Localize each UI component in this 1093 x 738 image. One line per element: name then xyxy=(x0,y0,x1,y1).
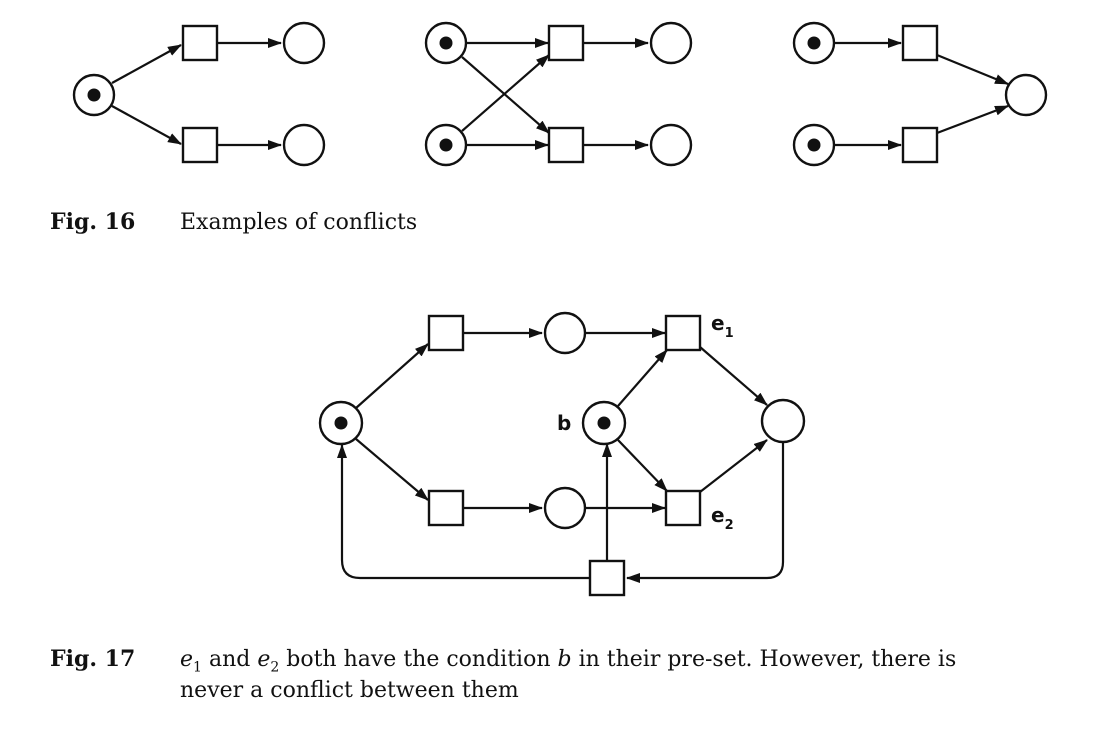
transition xyxy=(588,559,626,597)
label-b: b xyxy=(557,411,571,435)
place xyxy=(760,398,806,444)
arc xyxy=(355,438,429,501)
label-e1: e1 xyxy=(711,311,734,341)
transition xyxy=(427,489,465,527)
arc xyxy=(337,444,590,580)
arc xyxy=(699,346,768,406)
arc xyxy=(936,104,1009,135)
fig17-caption-label: Fig. 17 xyxy=(50,646,136,672)
arc xyxy=(626,442,785,583)
fig17-caption-line2: never a conflict between them xyxy=(180,678,519,703)
fig16-example-1 xyxy=(72,21,326,167)
token xyxy=(807,36,821,50)
transition xyxy=(547,24,585,62)
place xyxy=(1004,73,1048,117)
token xyxy=(439,138,453,152)
fig17-caption: Fig. 17 e1 and e2 both have the conditio… xyxy=(50,644,1050,710)
arc xyxy=(111,44,182,84)
fig16-caption: Fig. 16 Examples of conflicts xyxy=(50,207,950,239)
fig17-caption-line1: e1 and e2 both have the condition b in t… xyxy=(180,647,957,676)
transition xyxy=(427,314,465,352)
place xyxy=(543,486,587,530)
transition-e1 xyxy=(664,314,702,352)
place xyxy=(282,123,326,167)
transition xyxy=(901,24,939,62)
token xyxy=(439,36,453,50)
place xyxy=(649,123,693,167)
arc xyxy=(936,53,1009,86)
arc xyxy=(699,439,768,493)
arc xyxy=(617,349,668,407)
transition xyxy=(547,126,585,164)
arc xyxy=(617,439,668,492)
arc xyxy=(111,105,182,145)
label-e1-index: 1 xyxy=(725,326,734,341)
place xyxy=(649,21,693,65)
fig16-example-3 xyxy=(792,21,1048,167)
arc xyxy=(461,56,550,134)
fig17-net: b e1 e2 xyxy=(318,311,806,597)
label-e2-index: 2 xyxy=(725,518,734,533)
label-e2-letter: e xyxy=(711,503,725,527)
token xyxy=(807,138,821,152)
transition xyxy=(181,24,219,62)
label-e1-letter: e xyxy=(711,311,725,335)
token xyxy=(87,88,101,102)
arc xyxy=(355,343,429,409)
fig16-example-2 xyxy=(424,21,693,167)
fig16-caption-label: Fig. 16 xyxy=(50,209,136,235)
place xyxy=(282,21,326,65)
token xyxy=(597,416,611,430)
transition-e2 xyxy=(664,489,702,527)
fig16-caption-text: Examples of conflicts xyxy=(180,210,418,235)
place xyxy=(543,311,587,355)
transition xyxy=(181,126,219,164)
transition xyxy=(901,126,939,164)
label-e2: e2 xyxy=(711,503,734,533)
token xyxy=(334,416,348,430)
arc xyxy=(461,54,550,132)
